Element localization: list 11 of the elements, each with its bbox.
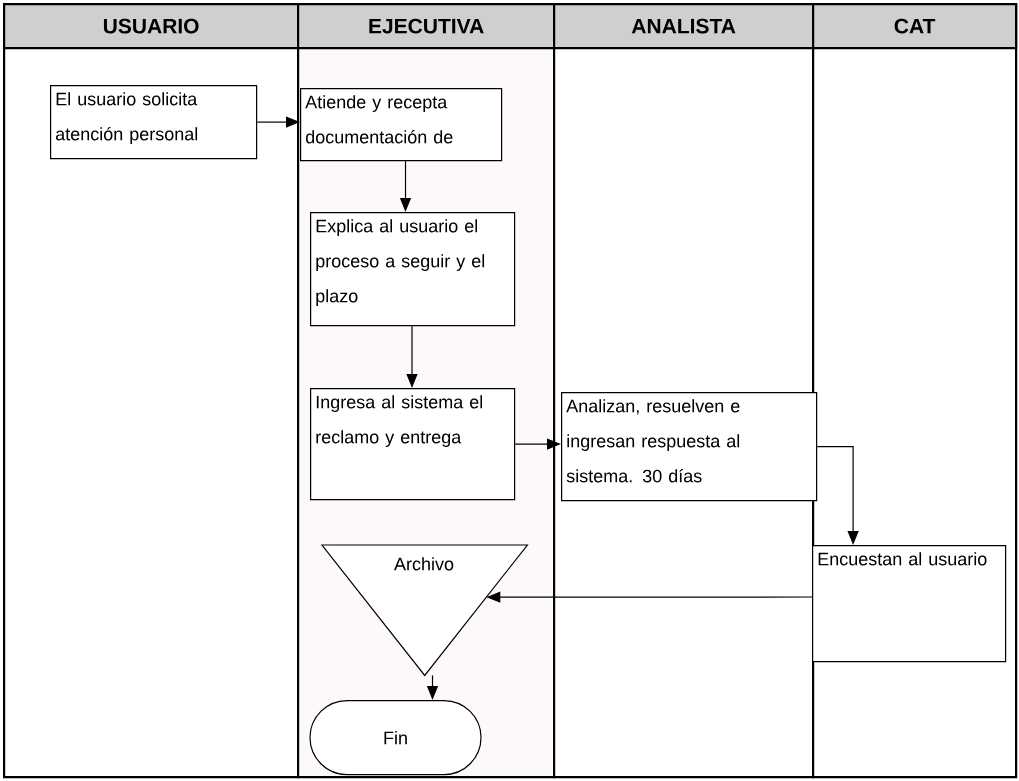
lane-header: CAT (812, 3, 1018, 50)
process-box: Encuestan al usuario (812, 545, 1007, 663)
process-box: Atiende y recepta documentación de (300, 88, 503, 162)
terminator: Fin (309, 700, 482, 776)
process-box: Explica al usuario el proceso a seguir y el plazo (310, 212, 516, 327)
lane-header: EJECUTIVA (297, 3, 556, 50)
process-box: Ingresa al sistema el reclamo y entrega (310, 388, 516, 501)
process-box: El usuario solicita atención personal (50, 85, 258, 160)
lane-header: USUARIO (3, 3, 300, 50)
lane-header: ANALISTA (553, 3, 815, 50)
process-box: Analizan, resuelven e ingresan respuesta al sistema. 30 días (561, 392, 818, 502)
